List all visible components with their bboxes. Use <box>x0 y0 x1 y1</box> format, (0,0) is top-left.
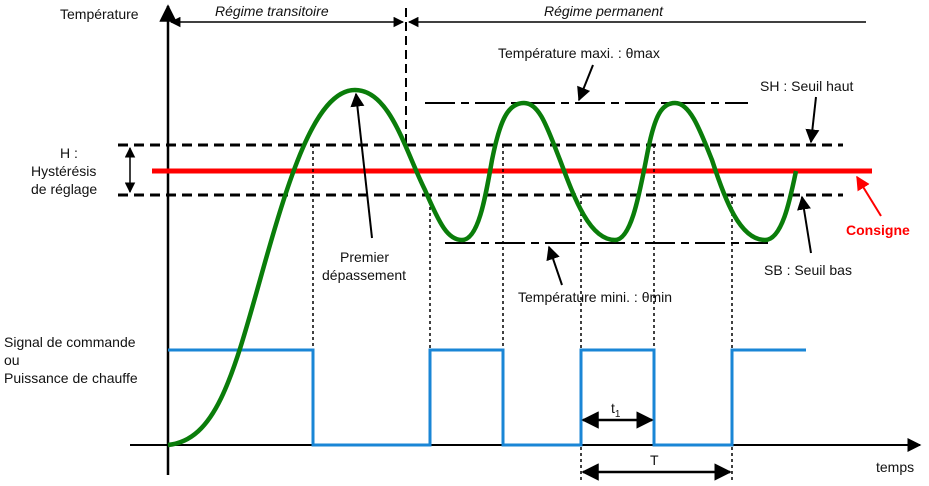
x-axis-label: temps <box>876 459 914 475</box>
consigne-label: Consigne <box>846 222 910 238</box>
period-label: T <box>650 452 659 468</box>
hysteresis-label-2: de réglage <box>31 181 97 197</box>
temperature-curve <box>167 87 799 448</box>
hysteresis-label: Hystérésis <box>31 163 96 179</box>
min-label: Température mini. : θmin <box>518 289 672 305</box>
consigne-arrow <box>856 175 882 217</box>
hysteresis-h: H : <box>60 145 78 161</box>
annotation-arrows <box>350 64 820 286</box>
command-signal <box>168 348 806 447</box>
y-axis-label: Température <box>60 6 139 22</box>
overshoot-label-1: Premier <box>340 249 389 265</box>
sb-label: SB : Seuil bas <box>764 262 852 278</box>
signal-label-2: ou <box>4 352 20 368</box>
max-label: Température maxi. : θmax <box>498 45 660 61</box>
switching-guides <box>312 145 733 482</box>
transient-label: Régime transitoire <box>215 3 329 19</box>
sh-label: SH : Seuil haut <box>760 78 853 94</box>
signal-label-1: Signal de commande <box>4 334 136 350</box>
t1-label: t1 <box>611 400 621 420</box>
signal-label-3: Puissance de chauffe <box>4 370 138 386</box>
steady-label: Régime permanent <box>544 3 664 19</box>
overshoot-label-2: dépassement <box>322 267 406 283</box>
